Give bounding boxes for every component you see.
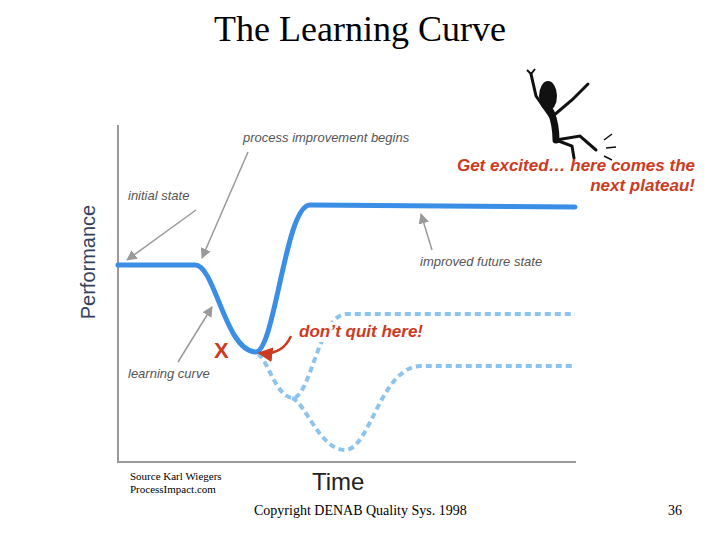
- axis-label: Performance: [76, 205, 100, 320]
- source-note: Source Karl Wiegers ProcessImpact.com: [130, 470, 240, 496]
- annotation: initial state: [128, 188, 189, 204]
- y-axis: [117, 125, 119, 462]
- annotation: improved future state: [420, 254, 542, 270]
- x-axis: [117, 461, 576, 463]
- dotted-curve: [292, 366, 575, 450]
- stick-figure: [527, 69, 616, 160]
- leader-line: [421, 214, 432, 250]
- annotation: learning curve: [128, 366, 210, 382]
- page-number: 36: [668, 503, 682, 520]
- axis-label: Time: [312, 468, 364, 497]
- annotation: process improvement begins: [243, 130, 409, 146]
- callout-text: don’t quit here!: [296, 322, 426, 342]
- performance-curve: [118, 205, 575, 352]
- slide-title: The Learning Curve: [0, 8, 720, 51]
- red-arrow: [259, 336, 291, 353]
- leader-line: [127, 210, 196, 260]
- dotted-curve: [258, 314, 575, 398]
- marker-x: X: [214, 338, 229, 364]
- footer-text: Copyright DENAB Quality Sys. 1998: [254, 503, 467, 520]
- leader-line: [178, 307, 212, 362]
- callout-text: Get excited… here comes the next plateau…: [430, 156, 695, 197]
- leader-line: [202, 152, 248, 258]
